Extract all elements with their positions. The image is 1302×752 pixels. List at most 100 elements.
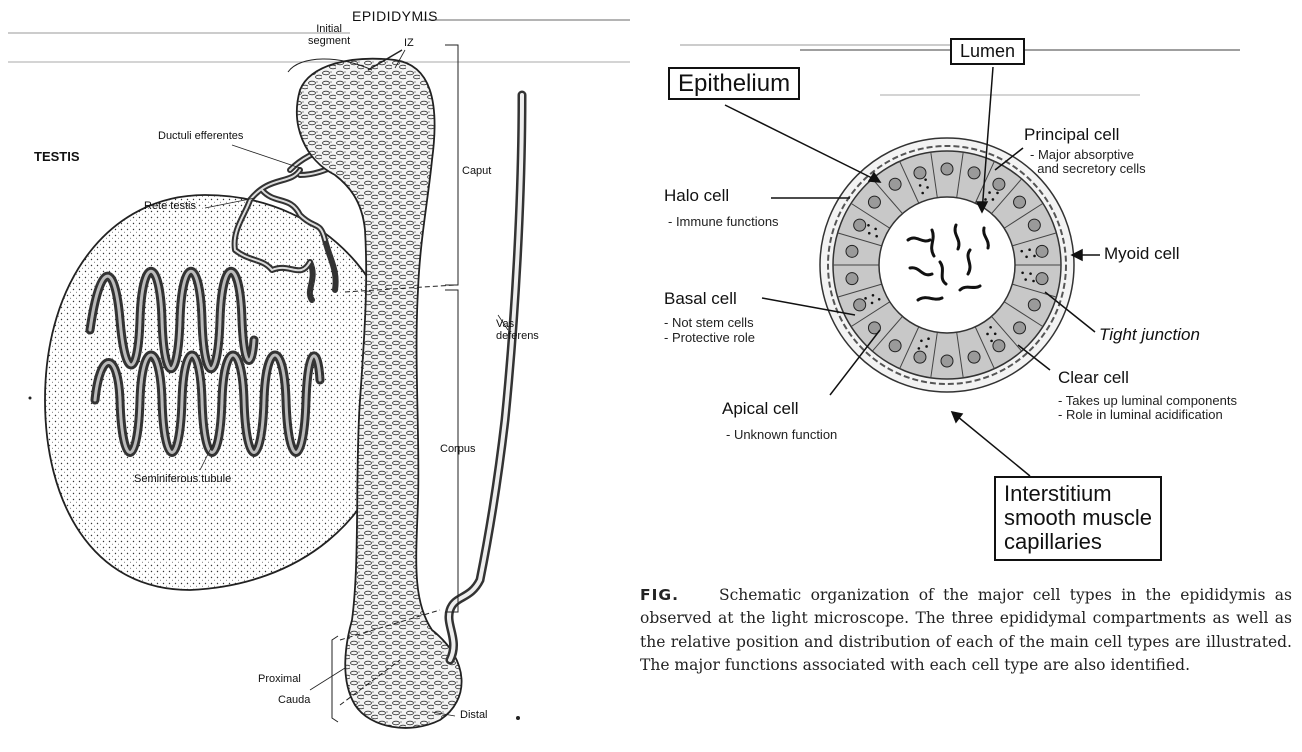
caput-label: Caput: [462, 166, 491, 178]
granule: [996, 192, 999, 195]
proximal-label: Proximal: [258, 674, 301, 686]
granule: [920, 339, 923, 342]
granule: [1028, 248, 1031, 251]
seminiferous-tubule-label: Seminiferous tubule: [134, 474, 231, 486]
granule: [868, 232, 871, 235]
clear-cell-name: Clear cell: [1058, 369, 1129, 387]
vas-deferens-label-line2: deferens: [496, 330, 539, 342]
arrow-interstitium: [952, 412, 1030, 476]
granule: [927, 337, 930, 340]
cell-nucleus: [854, 299, 866, 311]
cauda-bracket: [332, 636, 338, 722]
granule: [864, 297, 867, 300]
granule: [871, 302, 874, 305]
stray-dot: [516, 716, 520, 720]
granule: [924, 178, 927, 181]
apical-cell-name: Apical cell: [722, 400, 799, 418]
epididymis-title: EPIDIDYMIS: [352, 9, 438, 24]
granule: [986, 333, 989, 336]
initial-segment-label-line1: Initial: [316, 23, 342, 35]
arrowhead: [952, 412, 962, 422]
interstitium-box: Interstitium smooth muscle capillaries: [994, 476, 1162, 561]
cell-nucleus: [1036, 245, 1048, 257]
corpus-label: Corpus: [440, 444, 475, 456]
cell-nucleus: [968, 167, 980, 179]
caput-bracket: [445, 45, 458, 285]
cell-nucleus: [1014, 322, 1026, 334]
cell-nucleus: [914, 351, 926, 363]
caption-text: Schematic organization of the major cell…: [640, 586, 1292, 674]
epithelium-label: Epithelium: [668, 67, 800, 100]
leader-line: [232, 145, 300, 168]
interstitium-line2: smooth muscle: [1004, 505, 1152, 530]
testis-label: TESTIS: [34, 150, 80, 164]
vas-deferens-tube: [449, 95, 522, 660]
principal-cell-desc: - Major absorptive and secretory cells: [1030, 148, 1146, 175]
iz-label: IZ: [404, 38, 414, 50]
cell-nucleus: [1014, 196, 1026, 208]
granule: [990, 340, 993, 343]
granule: [1033, 255, 1036, 258]
granule: [984, 198, 987, 201]
cell-nucleus: [941, 163, 953, 175]
clear-cell-desc-line2: - Role in luminal acidification: [1058, 407, 1223, 422]
clear-cell-desc-line1: - Takes up luminal components: [1058, 393, 1237, 408]
cell-nucleus: [846, 245, 858, 257]
arrow-epithelium: [725, 105, 880, 182]
clear-cell-desc: - Takes up luminal components - Role in …: [1058, 394, 1237, 423]
vas-deferens-label-line1: Vas: [496, 318, 514, 330]
cauda-label: Cauda: [278, 695, 310, 707]
cell-nucleus: [1028, 299, 1040, 311]
sperm: [968, 250, 970, 274]
cell-nucleus: [968, 351, 980, 363]
granule: [926, 186, 929, 189]
granule: [874, 228, 877, 231]
granule: [1021, 271, 1024, 274]
granule: [989, 326, 992, 329]
basal-cell-desc-line1: - Not stem cells: [664, 315, 754, 330]
myoid-cell-name: Myoid cell: [1104, 245, 1180, 263]
stray-dot: [29, 397, 32, 400]
initial-segment-label-line2: segment: [308, 35, 350, 47]
interstitium-line3: capillaries: [1004, 529, 1102, 554]
halo-cell-name: Halo cell: [664, 187, 729, 205]
cell-nucleus: [993, 178, 1005, 190]
halo-cell-desc: - Immune functions: [668, 215, 779, 229]
cell-nucleus: [846, 273, 858, 285]
granule: [918, 347, 921, 350]
sperm: [918, 298, 942, 300]
granule: [1020, 250, 1023, 253]
ductuli-efferentes-label: Ductuli efferentes: [158, 131, 243, 143]
granule: [994, 332, 997, 335]
lumen-circle: [879, 197, 1015, 333]
sperm: [932, 230, 934, 256]
principal-cell-name: Principal cell: [1024, 126, 1119, 144]
basal-cell-desc: - Not stem cells - Protective role: [664, 316, 755, 346]
cell-nucleus: [993, 340, 1005, 352]
granule: [1025, 255, 1028, 258]
granule: [988, 191, 991, 194]
leader-line: [310, 668, 345, 690]
granule: [1029, 272, 1032, 275]
granule: [992, 198, 995, 201]
figure-caption: FIG.Schematic organization of the major …: [640, 584, 1292, 677]
cell-nucleus: [914, 167, 926, 179]
testis-epididymis-diagram: [0, 0, 640, 752]
cell-nucleus: [868, 196, 880, 208]
granule: [919, 184, 922, 187]
vas-deferens-label: Vas deferens: [496, 319, 539, 342]
granule: [1032, 280, 1035, 283]
granule: [875, 235, 878, 238]
granule: [1024, 278, 1027, 281]
tight-junction-name: Tight junction: [1099, 326, 1200, 344]
granule: [878, 298, 881, 301]
interstitium-line1: Interstitium: [1004, 481, 1112, 506]
rete-testis-label: Rete testis: [144, 201, 196, 213]
initial-segment-label: Initial segment: [308, 24, 350, 47]
apical-cell-desc: - Unknown function: [726, 428, 837, 442]
cell-nucleus: [1036, 273, 1048, 285]
principal-cell-desc-line2: and secretory cells: [1030, 161, 1146, 176]
cell-nucleus: [889, 340, 901, 352]
granule: [867, 224, 870, 227]
